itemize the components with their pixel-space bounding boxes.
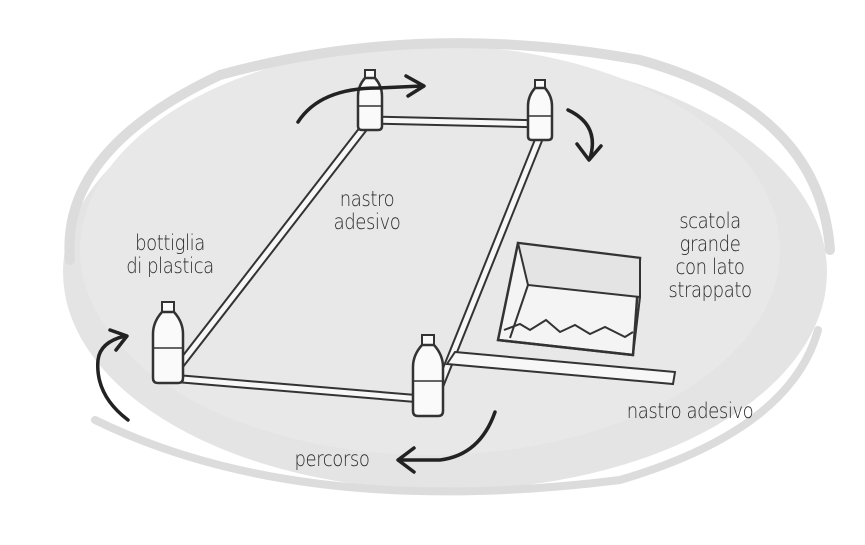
label-line: scatola [679, 209, 741, 233]
box [496, 241, 642, 357]
label-tape-right: nastro adesivo [604, 400, 776, 423]
label-tape-center: nastro adesivo [320, 188, 415, 234]
arrow-top-right-icon [566, 108, 603, 162]
label-path: percorso [272, 448, 392, 471]
label-line: con lato [675, 255, 745, 279]
arrow-top-left-icon [296, 74, 426, 124]
bottle-top-right [526, 79, 554, 142]
label-line: grande [679, 232, 741, 256]
label-line: di plastica [126, 254, 214, 278]
bottle-bottom-left [151, 301, 185, 385]
label-line: strappato [668, 278, 752, 302]
label-line: percorso [294, 447, 370, 471]
label-box: scatola grande con lato strappato [650, 210, 770, 302]
label-line: adesivo [333, 210, 401, 234]
arrow-bottom-right-icon [396, 410, 497, 474]
arrow-left-icon [96, 328, 130, 422]
label-line: nastro [339, 187, 395, 211]
label-bottle: bottiglia di plastica [106, 232, 235, 278]
label-line: bottiglia [135, 231, 205, 255]
tape-strip [445, 350, 677, 386]
path-arrows [96, 74, 603, 474]
bottle-bottom-right [411, 334, 445, 418]
label-line: nastro adesivo [626, 399, 754, 423]
